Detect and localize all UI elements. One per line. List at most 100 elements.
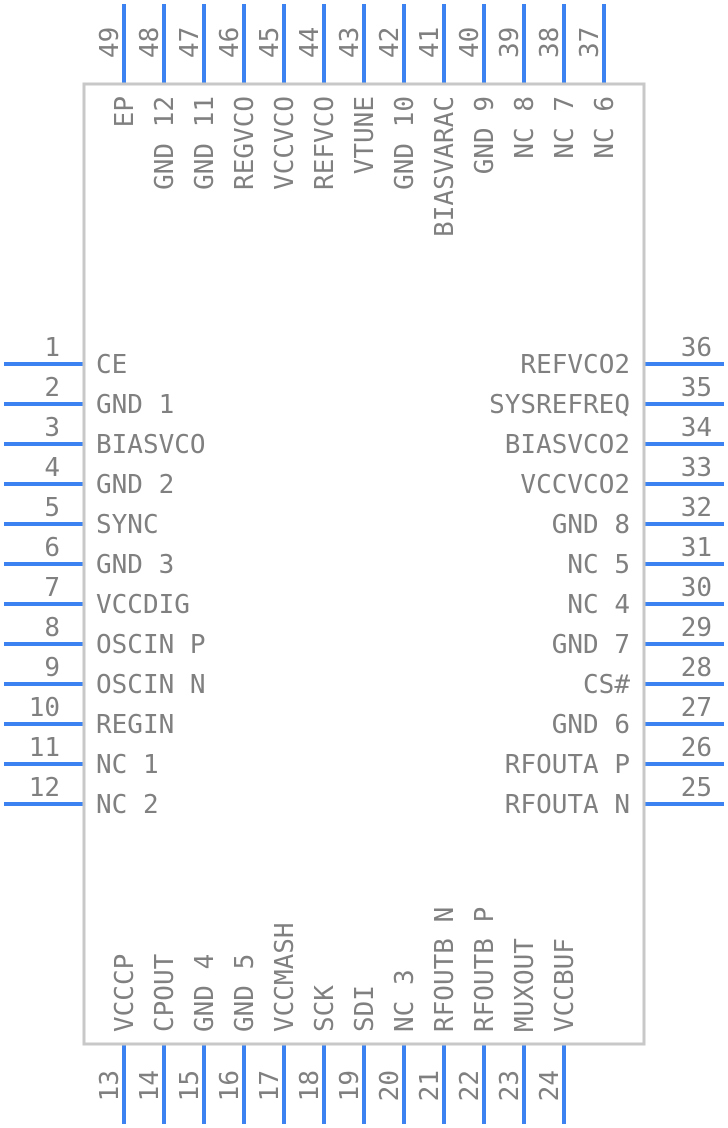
pin-39-name: NC 8 <box>510 96 540 159</box>
pin-14-name: CPOUT <box>150 953 180 1032</box>
pin-15-number: 15 <box>175 1070 205 1101</box>
pin-19-number: 19 <box>335 1070 365 1101</box>
pin-44-name: REFVCO <box>310 96 340 190</box>
pin-29-number: 29 <box>681 613 712 643</box>
pin-12-number: 12 <box>29 773 60 803</box>
pin-1-name: CE <box>96 350 127 380</box>
pin-35-name: SYSREFREQ <box>489 390 630 420</box>
pin-34-number: 34 <box>681 413 712 443</box>
pin-47-number: 47 <box>175 27 205 58</box>
pin-42-number: 42 <box>375 27 405 58</box>
pin-30-number: 30 <box>681 573 712 603</box>
pin-49-number: 49 <box>95 27 125 58</box>
pin-31-number: 31 <box>681 533 712 563</box>
pin-40-number: 40 <box>455 27 485 58</box>
pin-49-name: EP <box>110 96 140 127</box>
pin-35-number: 35 <box>681 373 712 403</box>
pin-38-name: NC 7 <box>550 96 580 159</box>
pin-4-number: 4 <box>44 453 60 483</box>
pin-42-name: GND 10 <box>390 96 420 190</box>
pin-10-number: 10 <box>29 693 60 723</box>
pin-19-name: SDI <box>350 985 380 1032</box>
pin-33-name: VCCVCO2 <box>520 470 630 500</box>
pin-38-number: 38 <box>535 27 565 58</box>
pin-46-name: REGVCO <box>230 96 260 190</box>
pin-5-number: 5 <box>44 493 60 523</box>
pin-2-number: 2 <box>44 373 60 403</box>
pin-47-name: GND 11 <box>190 96 220 190</box>
pin-27-name: GND 6 <box>552 710 630 740</box>
pin-12-name: NC 2 <box>96 790 159 820</box>
pin-32-name: GND 8 <box>552 510 630 540</box>
pin-36-name: REFVCO2 <box>520 350 630 380</box>
pin-20-name: NC 3 <box>390 969 420 1032</box>
pin-36-number: 36 <box>681 333 712 363</box>
pin-17-number: 17 <box>255 1070 285 1101</box>
pin-43-number: 43 <box>335 27 365 58</box>
pin-48-number: 48 <box>135 27 165 58</box>
pin-24-name: VCCBUF <box>550 938 580 1032</box>
pin-23-number: 23 <box>495 1070 525 1101</box>
pin-23-name: MUXOUT <box>510 938 540 1032</box>
pin-26-name: RFOUTA P <box>505 750 630 780</box>
pin-21-number: 21 <box>415 1070 445 1101</box>
pin-45-number: 45 <box>255 27 285 58</box>
pin-11-number: 11 <box>29 733 60 763</box>
pin-10-name: REGIN <box>96 710 174 740</box>
pin-22-name: RFOUTB P <box>470 907 500 1032</box>
pin-1-number: 1 <box>44 333 60 363</box>
pin-26-number: 26 <box>681 733 712 763</box>
pin-28-name: CS# <box>583 670 630 700</box>
pin-46-number: 46 <box>215 27 245 58</box>
pin-22-number: 22 <box>455 1070 485 1101</box>
pin-3-number: 3 <box>44 413 60 443</box>
pin-37-name: NC 6 <box>590 96 620 159</box>
pin-48-name: GND 12 <box>150 96 180 190</box>
pin-44-number: 44 <box>295 27 325 58</box>
pin-2-name: GND 1 <box>96 390 174 420</box>
pin-25-name: RFOUTA N <box>505 790 630 820</box>
pin-20-number: 20 <box>375 1070 405 1101</box>
pin-40-name: GND 9 <box>470 96 500 174</box>
pin-6-number: 6 <box>44 533 60 563</box>
pin-41-name: BIASVARAC <box>430 96 460 237</box>
pin-15-name: GND 4 <box>190 954 220 1032</box>
ic-body <box>82 82 646 1046</box>
pin-9-name: OSCIN N <box>96 670 206 700</box>
pin-32-number: 32 <box>681 493 712 523</box>
pin-13-number: 13 <box>95 1070 125 1101</box>
pin-6-name: GND 3 <box>96 550 174 580</box>
pin-34-name: BIASVCO2 <box>505 430 630 460</box>
pin-31-name: NC 5 <box>567 550 630 580</box>
pin-16-number: 16 <box>215 1070 245 1101</box>
pin-37-number: 37 <box>575 27 605 58</box>
pin-28-number: 28 <box>681 653 712 683</box>
pin-14-number: 14 <box>135 1070 165 1101</box>
pin-24-number: 24 <box>535 1070 565 1101</box>
pin-8-number: 8 <box>44 613 60 643</box>
pin-18-number: 18 <box>295 1070 325 1101</box>
pin-30-name: NC 4 <box>567 590 630 620</box>
pin-13-name: VCCCP <box>110 954 140 1032</box>
pin-18-name: SCK <box>310 985 340 1032</box>
pin-16-name: GND 5 <box>230 954 260 1032</box>
pin-41-number: 41 <box>415 27 445 58</box>
pin-43-name: VTUNE <box>350 96 380 174</box>
pin-25-number: 25 <box>681 773 712 803</box>
pin-21-name: RFOUTB N <box>430 907 460 1032</box>
pin-9-number: 9 <box>44 653 60 683</box>
pins-layer <box>4 4 724 1124</box>
pin-4-name: GND 2 <box>96 470 174 500</box>
pin-45-name: VCCVCO <box>270 96 300 190</box>
pin-39-number: 39 <box>495 27 525 58</box>
pin-17-name: VCCMASH <box>270 922 300 1032</box>
pin-8-name: OSCIN P <box>96 630 206 660</box>
pin-33-number: 33 <box>681 453 712 483</box>
pin-29-name: GND 7 <box>552 630 630 660</box>
pin-7-number: 7 <box>44 573 60 603</box>
pin-3-name: BIASVCO <box>96 430 206 460</box>
pin-27-number: 27 <box>681 693 712 723</box>
pin-7-name: VCCDIG <box>96 590 190 620</box>
